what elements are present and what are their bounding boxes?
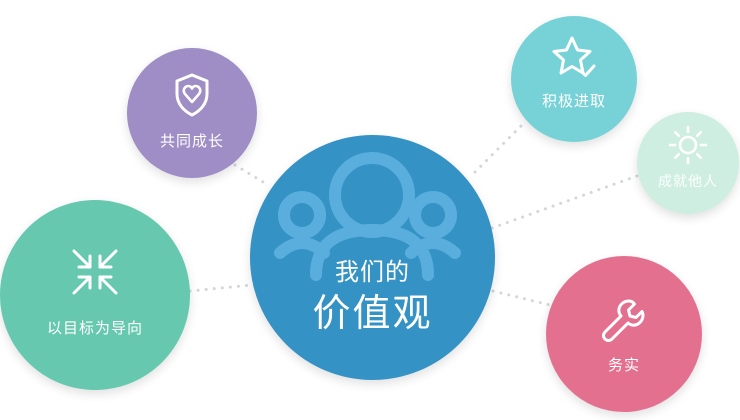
connector-chengjiu xyxy=(490,174,639,230)
connector-yimubiao xyxy=(188,283,254,293)
value-label-gongtong: 共同成长 xyxy=(159,132,224,150)
star-check-icon xyxy=(552,36,596,77)
value-bubble-gongtong: 共同成长 xyxy=(127,48,257,178)
center-subtitle: 我们的 xyxy=(335,258,410,286)
value-label-chengjiu: 成就他人 xyxy=(658,174,718,190)
connector-wushi xyxy=(491,289,552,307)
connector-jiji xyxy=(473,123,524,174)
value-label-wushi: 务实 xyxy=(607,356,640,374)
value-bubble-yimubiao: 以目标为导向 xyxy=(0,200,190,390)
connector-gongtong xyxy=(233,163,270,187)
wrench-icon xyxy=(602,299,645,342)
value-label-yimubiao: 以目标为导向 xyxy=(46,319,143,337)
center-bubble: 我们的 价值观 xyxy=(250,135,495,380)
value-bubble-wushi: 务实 xyxy=(546,256,702,412)
sun-icon xyxy=(668,125,708,165)
people-group-icon xyxy=(274,152,461,281)
value-label-jiji: 积极进取 xyxy=(541,92,606,110)
arrows-converge-icon xyxy=(72,249,118,295)
shield-heart-icon xyxy=(175,73,209,117)
value-bubble-jiji: 积极进取 xyxy=(511,16,637,142)
center-title: 价值观 xyxy=(312,291,433,335)
value-bubble-chengjiu: 成就他人 xyxy=(637,112,739,214)
